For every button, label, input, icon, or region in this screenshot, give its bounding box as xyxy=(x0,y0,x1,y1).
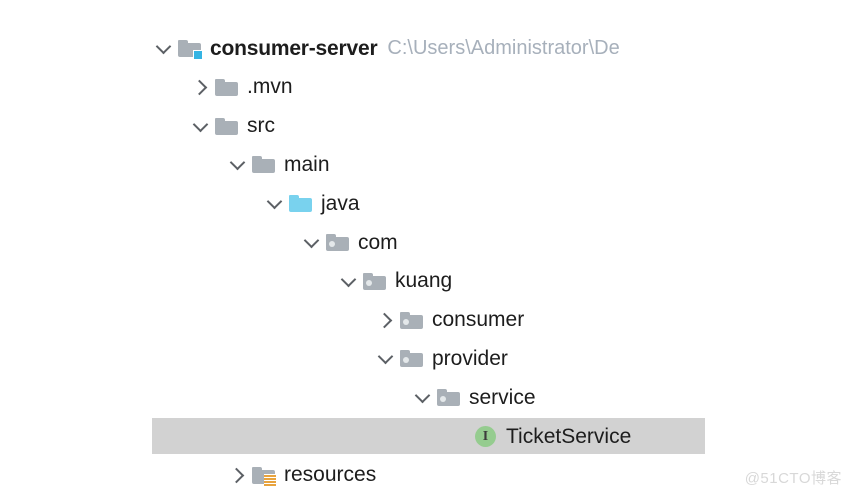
tree-node-label[interactable]: consumer xyxy=(432,308,525,332)
tree-node-label[interactable]: java xyxy=(321,191,360,215)
folder-module-icon xyxy=(176,36,204,60)
folder-package-icon xyxy=(435,385,463,409)
tree-node-label[interactable]: com xyxy=(358,230,398,254)
tree-node-label[interactable]: consumer-server xyxy=(210,36,378,60)
module-path-hint: C:\Users\Administrator\De xyxy=(387,37,620,59)
tree-node-label[interactable]: resources xyxy=(284,463,377,487)
tree-node-label[interactable]: provider xyxy=(432,346,508,370)
tree-node-label[interactable]: src xyxy=(247,114,275,138)
folder-package-icon xyxy=(398,308,426,332)
folder-icon xyxy=(250,152,278,176)
folder-sources-root-icon xyxy=(287,191,315,215)
folder-package-icon xyxy=(324,230,352,254)
chevron-down-icon[interactable] xyxy=(263,191,287,215)
tree-row[interactable]: main xyxy=(152,146,848,182)
folder-package-icon xyxy=(398,346,426,370)
tree-row[interactable]: kuang xyxy=(152,263,848,299)
interface-glyph: I xyxy=(475,426,496,447)
chevron-right-icon[interactable] xyxy=(189,75,213,99)
tree-node-label[interactable]: .mvn xyxy=(247,75,293,99)
chevron-right-icon[interactable] xyxy=(374,308,398,332)
folder-package-icon xyxy=(361,269,389,293)
chevron-down-icon[interactable] xyxy=(374,346,398,370)
tree-node-label[interactable]: kuang xyxy=(395,269,453,293)
folder-resources-root-icon xyxy=(250,463,278,487)
tree-node-label[interactable]: TicketService xyxy=(506,424,632,448)
tree-row[interactable]: I TicketService xyxy=(152,418,705,454)
tree-row[interactable]: src xyxy=(152,108,848,144)
resources-badge-icon xyxy=(264,473,276,486)
module-badge-icon xyxy=(193,50,203,60)
tree-row[interactable]: consumer-server C:\Users\Administrator\De xyxy=(152,30,848,66)
tree-node-label[interactable]: main xyxy=(284,152,330,176)
chevron-down-icon[interactable] xyxy=(226,152,250,176)
chevron-down-icon[interactable] xyxy=(152,36,176,60)
tree-row[interactable]: resources xyxy=(152,457,848,493)
chevron-down-icon[interactable] xyxy=(300,230,324,254)
chevron-right-icon[interactable] xyxy=(226,463,250,487)
chevron-placeholder xyxy=(448,424,472,448)
chevron-down-icon[interactable] xyxy=(411,385,435,409)
tree-row[interactable]: service xyxy=(152,379,848,415)
tree-row[interactable]: consumer xyxy=(152,302,848,338)
folder-icon xyxy=(213,114,241,138)
tree-row[interactable]: .mvn xyxy=(152,69,848,105)
tree-node-label[interactable]: service xyxy=(469,385,536,409)
chevron-down-icon[interactable] xyxy=(189,114,213,138)
folder-icon xyxy=(213,75,241,99)
tree-row[interactable]: com xyxy=(152,224,848,260)
chevron-down-icon[interactable] xyxy=(337,269,361,293)
tree-row[interactable]: provider xyxy=(152,340,848,376)
tree-row[interactable]: java xyxy=(152,185,848,221)
watermark: @51CTO博客 xyxy=(744,470,842,487)
java-interface-icon: I xyxy=(472,424,500,448)
